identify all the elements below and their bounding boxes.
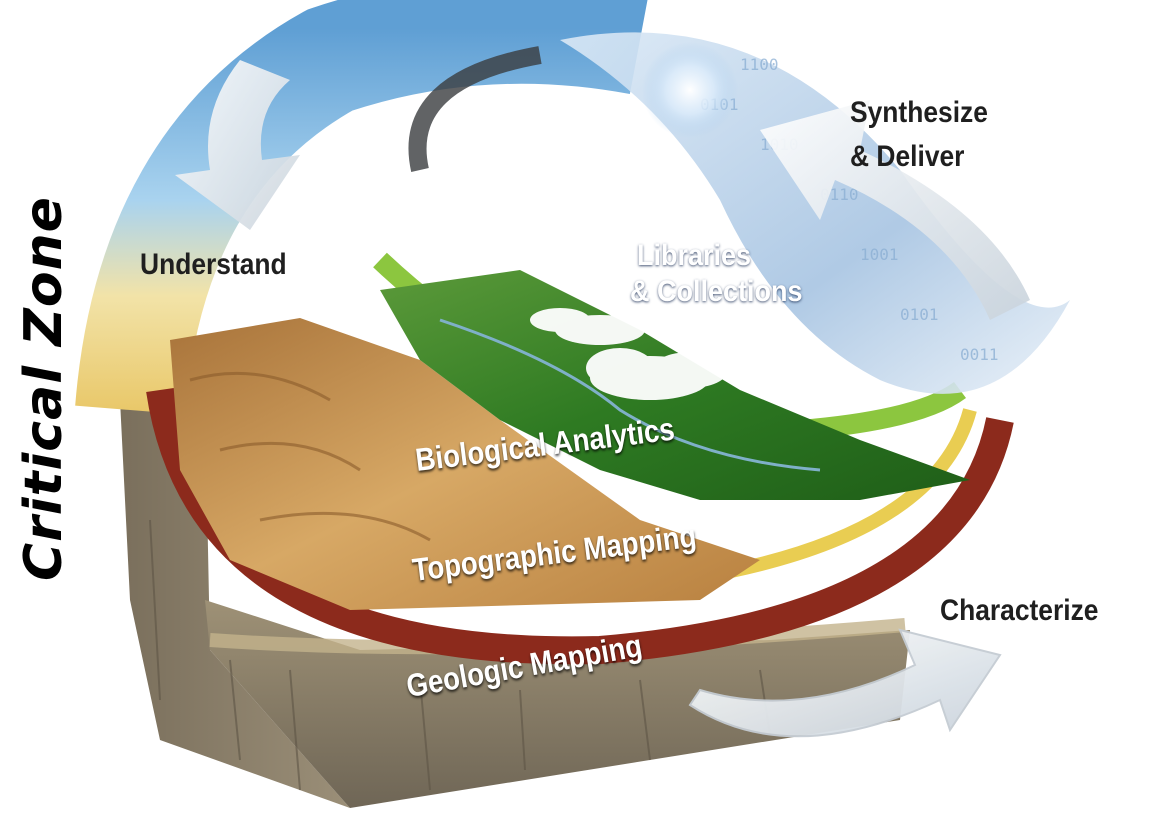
cycle-arrow-characterize-icon bbox=[688, 628, 1002, 738]
svg-text:0101: 0101 bbox=[900, 305, 939, 324]
label-libraries: Libraries bbox=[637, 239, 752, 272]
label-characterize: Characterize bbox=[940, 594, 1099, 627]
label-deliver: & Deliver bbox=[850, 140, 965, 173]
svg-text:1100: 1100 bbox=[740, 55, 779, 74]
cycle-arrow-synthesize-icon bbox=[760, 100, 1030, 320]
label-synthesize: Synthesize bbox=[850, 96, 988, 129]
diagram-title: Critical Zone bbox=[14, 196, 74, 581]
label-collections: & Collections bbox=[630, 275, 803, 308]
cloud-icon bbox=[530, 308, 728, 400]
label-understand: Understand bbox=[140, 248, 287, 281]
svg-text:1001: 1001 bbox=[860, 245, 899, 264]
svg-text:0011: 0011 bbox=[960, 345, 999, 364]
topographic-surface bbox=[170, 318, 760, 610]
cycle-arrow-understand-icon bbox=[175, 60, 300, 230]
